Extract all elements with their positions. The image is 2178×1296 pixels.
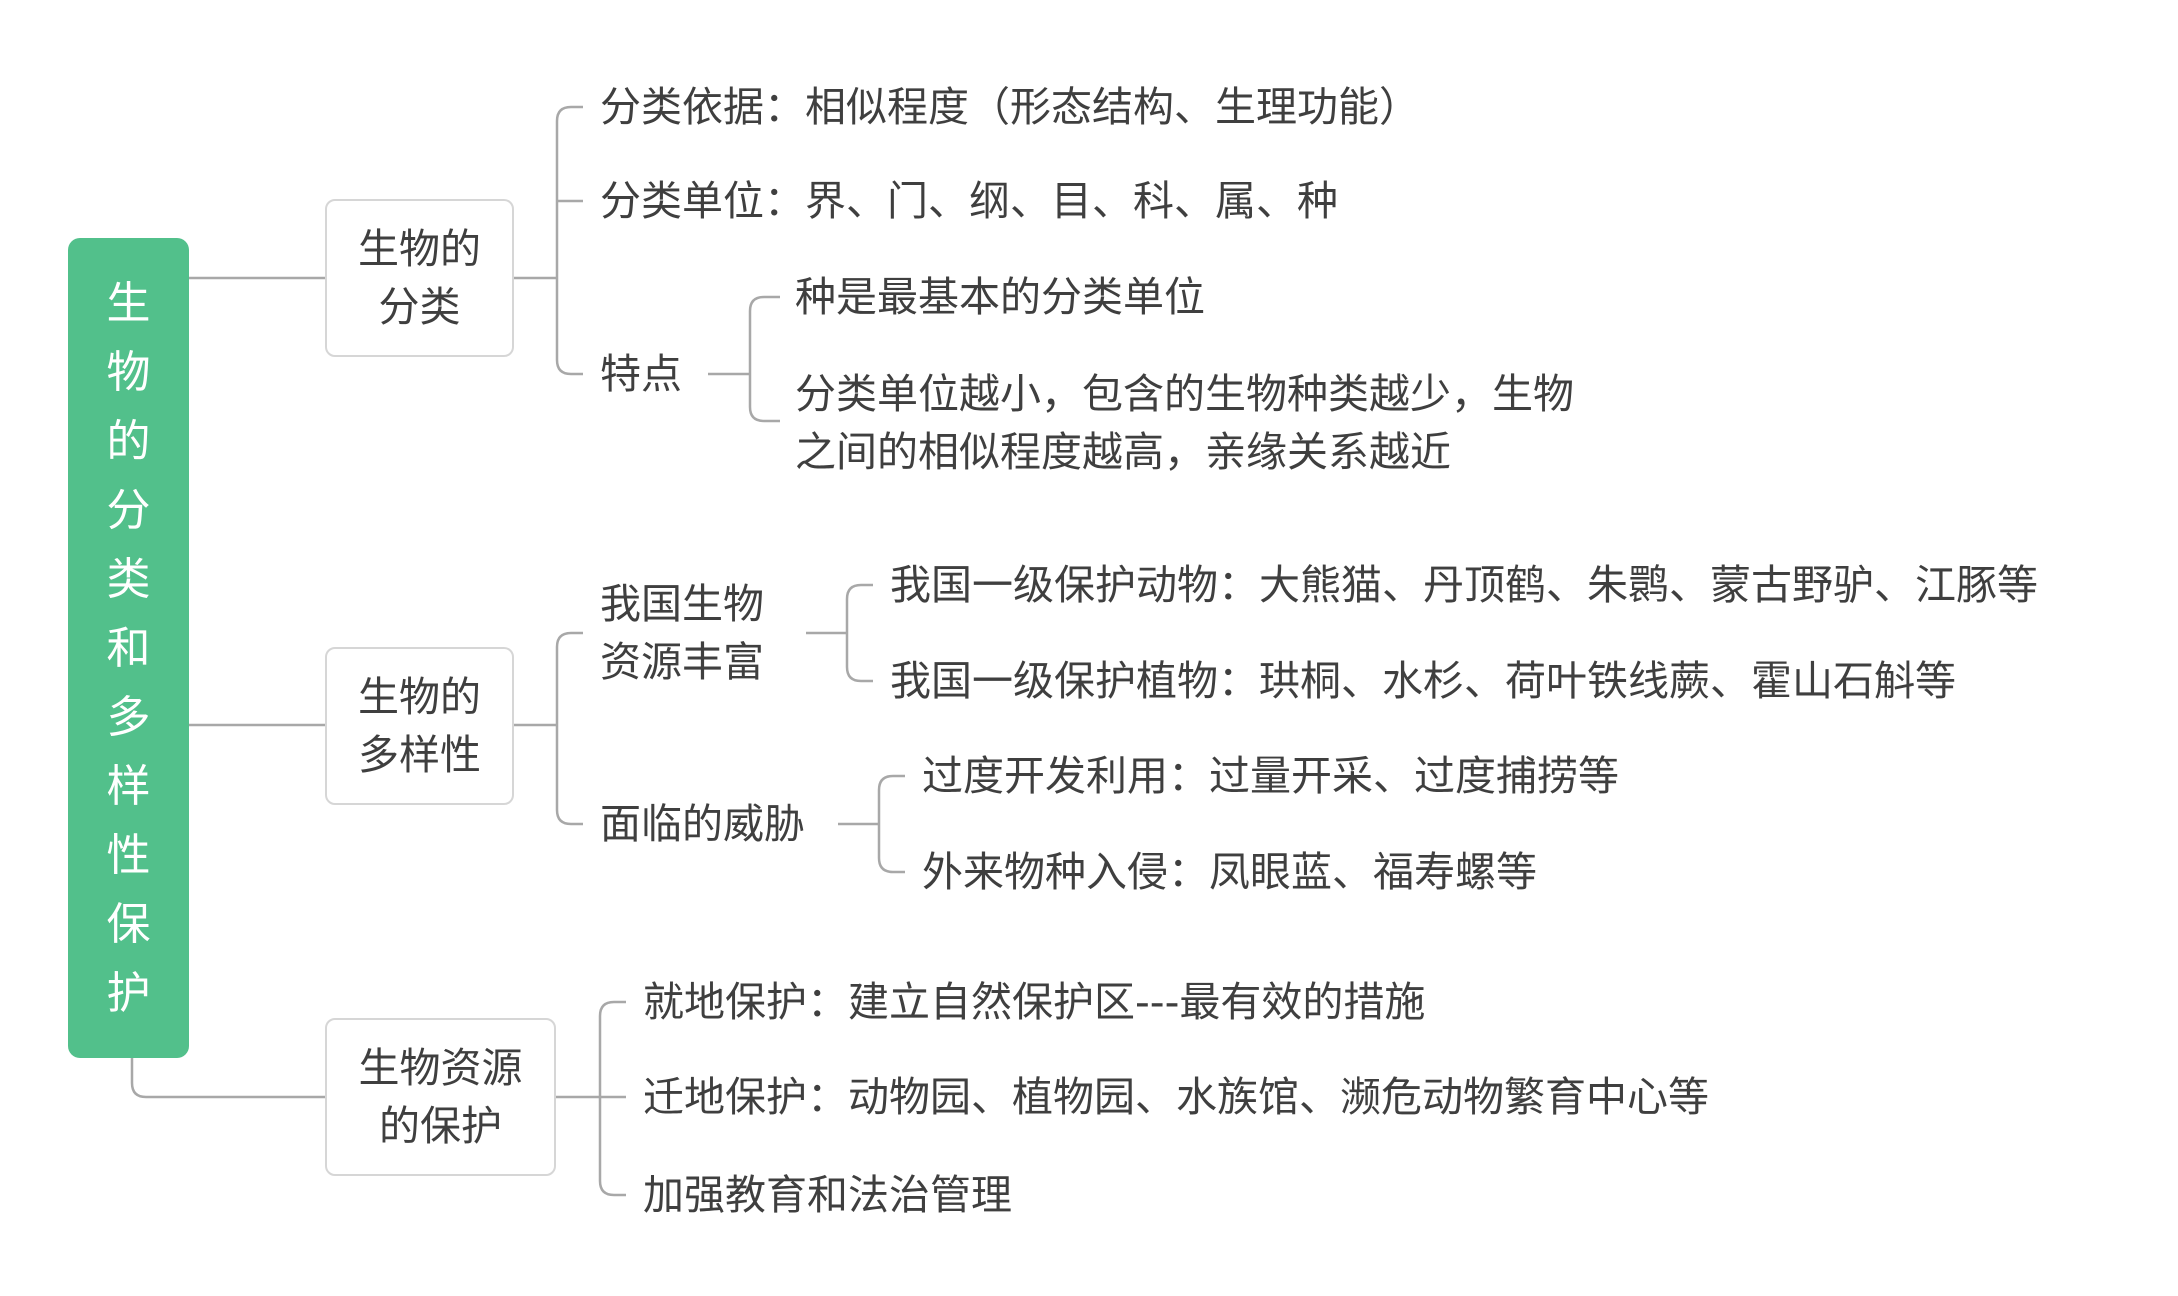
root-char: 和	[106, 622, 151, 674]
topic-line: 之间的相似程度越高，亲缘关系越近	[795, 428, 1451, 476]
branch-node-protection[interactable]: 生物资源 的保护	[325, 1018, 556, 1176]
topic-in-situ-protection[interactable]: 就地保护：建立自然保护区---最有效的措施	[643, 978, 1426, 1026]
root-char: 性	[106, 829, 151, 881]
topic-threats[interactable]: 面临的威胁	[600, 800, 805, 848]
root-char: 多	[106, 691, 151, 743]
node-label-line: 生物的	[358, 225, 481, 273]
topic-invasive-species[interactable]: 外来物种入侵：凤眼蓝、福寿螺等	[922, 848, 1537, 896]
root-char: 生	[106, 277, 151, 329]
topic-species-basic-unit[interactable]: 种是最基本的分类单位	[795, 273, 1205, 321]
bracket-branch3	[598, 1000, 626, 1197]
topic-rich-resources[interactable]: 我国生物 资源丰富	[600, 575, 764, 691]
topic-education-law[interactable]: 加强教育和法治管理	[643, 1171, 1012, 1219]
topic-overexploitation[interactable]: 过度开发利用：过量开采、过度捕捞等	[922, 752, 1619, 800]
root-char: 样	[106, 760, 151, 812]
topic-line: 我国生物	[600, 580, 764, 628]
bracket-branch2	[555, 631, 583, 826]
topic-unit-size-relation[interactable]: 分类单位越小，包含的生物种类越少，生物 之间的相似程度越高，亲缘关系越近	[795, 365, 1574, 481]
topic-features[interactable]: 特点	[600, 350, 682, 398]
bracket-threats	[877, 774, 905, 874]
bracket-features	[748, 295, 780, 423]
root-char: 的	[106, 415, 151, 467]
topic-line: 分类单位越小，包含的生物种类越少，生物	[795, 370, 1574, 418]
root-char: 类	[106, 553, 151, 605]
branch-node-diversity[interactable]: 生物的 多样性	[325, 647, 514, 805]
root-char: 护	[106, 967, 151, 1019]
topic-protected-animals[interactable]: 我国一级保护动物：大熊猫、丹顶鹤、朱鹮、蒙古野驴、江豚等	[890, 561, 2038, 609]
connector-root-branch3	[130, 1058, 325, 1099]
root-char: 分	[106, 484, 151, 536]
bracket-branch1	[555, 105, 583, 376]
root-node[interactable]: 生 物 的 分 类 和 多 样 性 保 护	[68, 238, 189, 1058]
node-label-line: 生物资源	[358, 1044, 523, 1092]
topic-line: 资源丰富	[600, 638, 764, 686]
topic-classification-basis[interactable]: 分类依据：相似程度（形态结构、生理功能）	[600, 83, 1420, 131]
topic-protected-plants[interactable]: 我国一级保护植物：珙桐、水杉、荷叶铁线蕨、霍山石斛等	[890, 657, 1956, 705]
topic-classification-units[interactable]: 分类单位：界、门、纲、目、科、属、种	[600, 177, 1338, 225]
branch-node-classification[interactable]: 生物的 分类	[325, 199, 514, 357]
node-label-line: 多样性	[358, 731, 481, 779]
bracket-richness	[845, 583, 873, 683]
node-label-line: 生物的	[358, 673, 481, 721]
root-char: 保	[106, 898, 151, 950]
node-label-line: 分类	[378, 283, 461, 331]
node-label-line: 的保护	[379, 1102, 502, 1150]
topic-ex-situ-protection[interactable]: 迁地保护：动物园、植物园、水族馆、濒危动物繁育中心等	[643, 1073, 1709, 1121]
root-char: 物	[106, 346, 151, 398]
